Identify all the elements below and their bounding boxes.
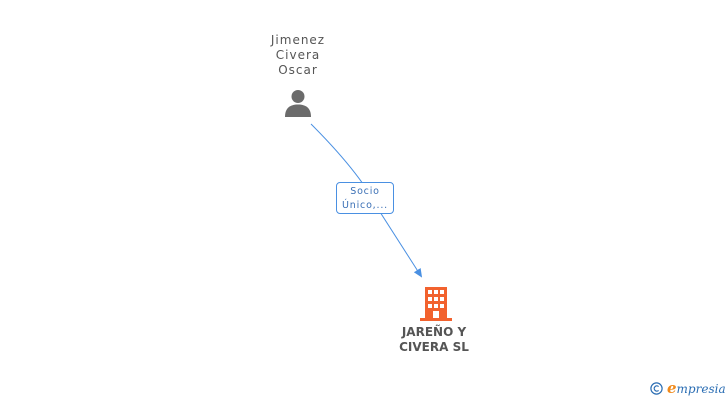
company-name[interactable]: JAREÑO Y CIVERA SL bbox=[384, 325, 484, 355]
company-name-line-1: JAREÑO Y bbox=[401, 325, 467, 339]
person-icon[interactable] bbox=[283, 88, 313, 118]
brand-rest: mpresia bbox=[676, 382, 726, 396]
relation-label[interactable]: Socio Único,... bbox=[336, 182, 394, 214]
empresia-logo[interactable]: empresia bbox=[650, 379, 726, 397]
person-name-line-2: Civera bbox=[275, 48, 321, 62]
building-icon[interactable] bbox=[420, 287, 452, 321]
brand-name: empresia bbox=[667, 379, 726, 397]
person-name-line-3: Oscar bbox=[278, 63, 318, 77]
copyright-icon bbox=[650, 381, 663, 395]
relation-label-line-2: Único,... bbox=[342, 200, 388, 211]
person-name[interactable]: Jimenez Civera Oscar bbox=[248, 33, 348, 78]
company-name-line-2: CIVERA SL bbox=[399, 340, 469, 354]
relation-label-line-1: Socio bbox=[350, 186, 380, 197]
brand-initial: e bbox=[667, 379, 677, 397]
person-name-line-1: Jimenez bbox=[270, 33, 326, 47]
